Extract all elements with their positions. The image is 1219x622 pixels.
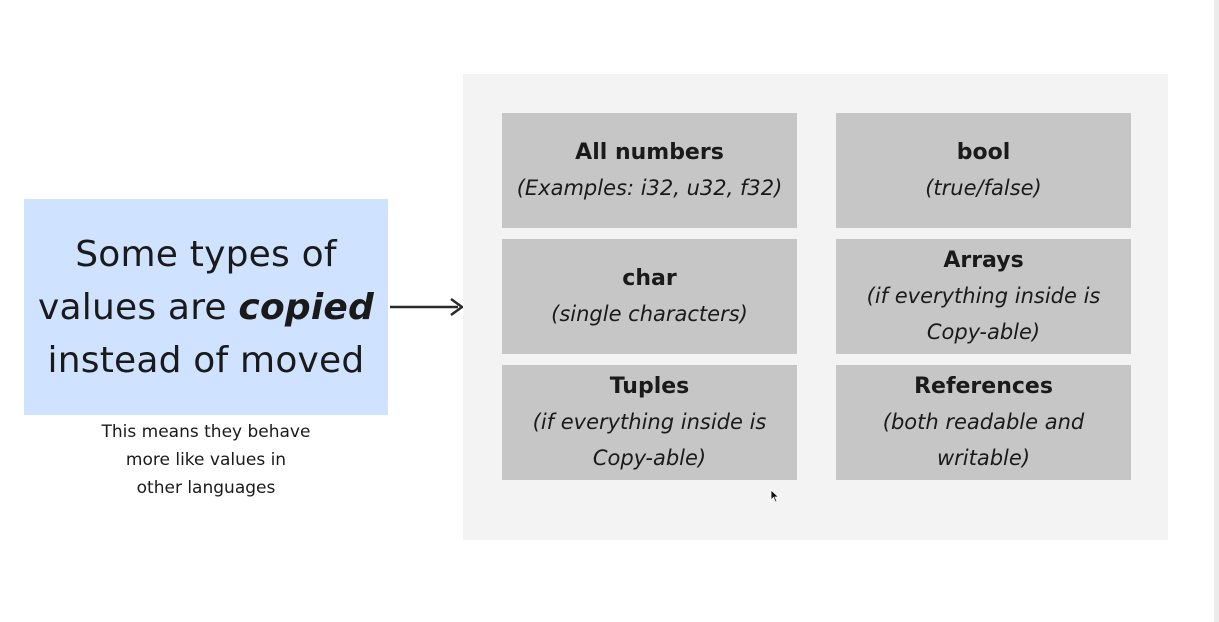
card-title: char <box>622 265 677 291</box>
headline-line-1: Some types of <box>75 233 337 275</box>
headline-emphasis: copied <box>238 286 374 328</box>
card-subtitle: (Examples: i32, u32, f32) <box>516 175 783 200</box>
card-references: References (both readable and writable) <box>836 365 1131 480</box>
card-subtitle: (both readable and writable) <box>882 409 1085 470</box>
card-title: Arrays <box>943 247 1024 273</box>
headline-box: Some types of values are copied instead … <box>24 199 388 415</box>
card-title: bool <box>956 139 1011 165</box>
copy-types-panel: All numbers (Examples: i32, u32, f32) bo… <box>463 74 1168 540</box>
card-char: char (single characters) <box>502 239 797 354</box>
window-edge <box>1214 0 1219 622</box>
card-arrays: Arrays (if everything inside is Copy-abl… <box>836 239 1131 354</box>
headline-text: Some types of values are copied instead … <box>38 228 374 387</box>
card-subtitle: (single characters) <box>551 301 748 326</box>
note-line-1: This means they behave <box>101 422 311 442</box>
card-tuples: Tuples (if everything inside is Copy-abl… <box>502 365 797 480</box>
card-subtitle: (true/false) <box>925 175 1042 200</box>
card-subtitle: (if everything inside is Copy-able) <box>866 283 1101 344</box>
explanation-note: This means they behave more like values … <box>76 418 336 502</box>
card-bool: bool (true/false) <box>836 113 1131 228</box>
arrow-right-icon <box>390 297 465 317</box>
mouse-cursor-icon <box>770 489 780 503</box>
card-title: All numbers <box>575 139 724 165</box>
note-line-3: other languages <box>136 478 276 498</box>
card-title: Tuples <box>609 373 690 399</box>
headline-line-2-prefix: values are <box>38 286 227 328</box>
note-line-2: more like values in <box>125 450 287 470</box>
headline-line-3: instead of moved <box>47 339 365 381</box>
card-title: References <box>914 373 1053 399</box>
card-all-numbers: All numbers (Examples: i32, u32, f32) <box>502 113 797 228</box>
card-subtitle: (if everything inside is Copy-able) <box>532 409 767 470</box>
